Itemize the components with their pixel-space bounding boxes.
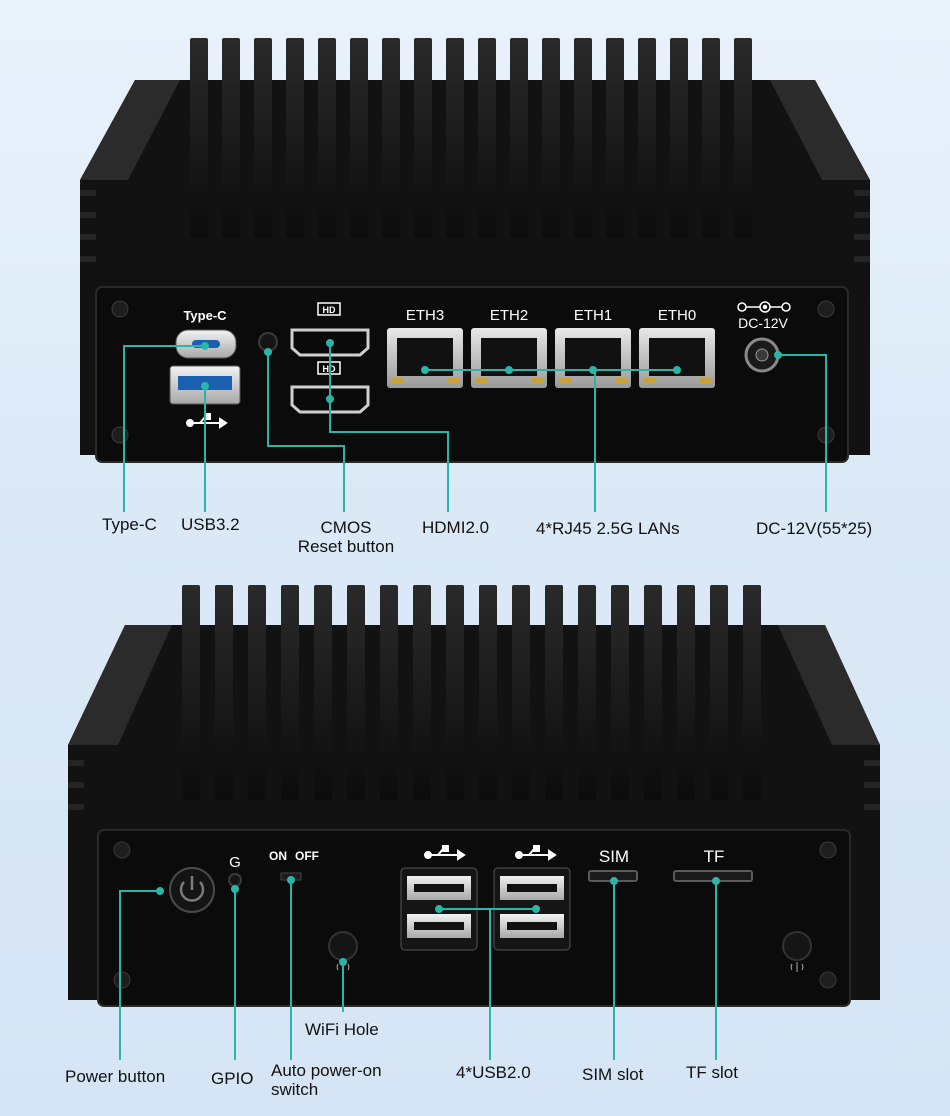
callout-tf: TF slot [686,1063,738,1082]
callout-auto-line2: switch [271,1080,319,1099]
usb-icon [424,845,466,861]
dc-label: DC-12V [738,315,788,331]
hd-icon: HD [317,302,341,316]
callout-usb32: USB3.2 [181,515,240,534]
callout-type-c: Type-C [102,515,157,534]
off-label: OFF [295,849,319,863]
callout-lans: 4*RJ45 2.5G LANs [536,519,680,538]
callout-cmos-line2: Reset button [297,537,395,556]
dc-polarity-icon [737,301,791,313]
rj45-port-eth0[interactable] [639,328,715,388]
eth0-label: ETH0 [658,307,696,324]
power-icon [179,876,205,902]
svg-text:HD: HD [323,305,336,315]
gpio-label: G [229,854,241,871]
tf-label: TF [704,847,725,866]
bottom-unit: G ON OFF [0,560,950,1116]
on-label: ON [269,849,287,863]
rj45-port-eth3[interactable] [387,328,463,388]
wifi-antenna-icon [790,962,804,972]
callout-gpio: GPIO [211,1069,254,1088]
wifi-hole-left [328,931,358,961]
panel-screws [111,300,835,444]
dc-jack[interactable] [744,337,780,373]
usb-icon [515,845,557,861]
power-button[interactable] [169,867,215,913]
top-unit: Type-C HD HD ETH3 ETH2 ETH1 ETH0 [80,38,873,556]
callout-hdmi: HDMI2.0 [422,518,490,537]
callout-wifi: WiFi Hole [305,1020,379,1039]
rj45-port-eth1[interactable] [555,328,631,388]
eth1-label: ETH1 [574,307,612,324]
callout-sim: SIM slot [582,1065,644,1084]
top-unit-drawing: Type-C HD HD ETH3 ETH2 ETH1 ETH0 [80,38,870,512]
callout-power: Power button [65,1067,166,1086]
panel-screws [113,841,837,989]
gpio-port[interactable] [228,873,242,887]
callout-cmos: CMOS Reset button [292,518,400,556]
bottom-unit-drawing: G ON OFF [68,585,880,1060]
top-callout-lines [123,339,827,512]
callout-auto-power-on: Auto power-on switch [271,1061,382,1099]
sim-label: SIM [599,847,629,866]
callout-dc: DC-12V(55*25) [756,519,873,538]
type-c-label: Type-C [183,308,227,323]
eth3-label: ETH3 [406,307,444,324]
callout-auto-line1: Auto power-on [271,1061,382,1080]
callout-usb20: 4*USB2.0 [456,1063,531,1082]
eth2-label: ETH2 [490,307,528,324]
wifi-hole-right [782,931,812,961]
rj45-port-eth2[interactable] [471,328,547,388]
callout-cmos-line1: CMOS [320,518,372,537]
bottom-callout-lines [119,876,720,1060]
